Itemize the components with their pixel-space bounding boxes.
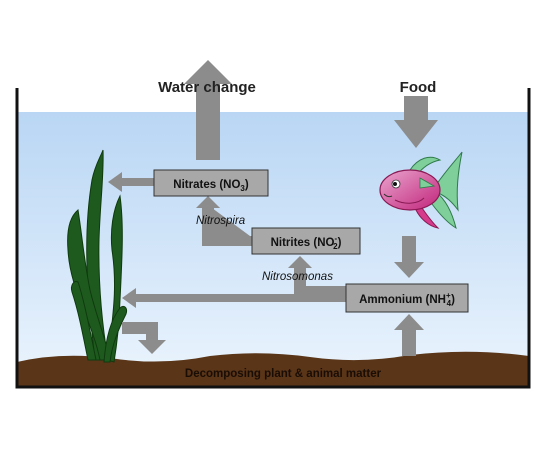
- ammonium-box: Ammonium (NH+4): [345, 283, 469, 313]
- sediment-label: Decomposing plant & animal matter: [185, 368, 382, 380]
- water-change-arrow: [184, 60, 232, 160]
- ammonium-to-plant-arrow: [122, 288, 346, 308]
- nitrosomonas-label: Nitrosomonas: [262, 271, 333, 283]
- food-label: Food: [400, 79, 437, 96]
- nitrates-box: Nitrates (NO3): [153, 169, 269, 197]
- sediment-to-ammonium-arrow: [394, 314, 424, 356]
- sediment-layer: [17, 351, 529, 386]
- nitrites-box: Nitrites (NO-2): [251, 227, 361, 255]
- aquatic-plant-icon: [67, 149, 127, 363]
- svg-text:Nitrites (NO-2): Nitrites (NO-2): [271, 234, 342, 251]
- tank-outline: [15, 88, 531, 389]
- svg-text:Ammonium (NH+4): Ammonium (NH+4): [359, 291, 455, 308]
- plant-to-sediment-arrow: [122, 322, 166, 354]
- fish-icon: [379, 151, 463, 230]
- fish-to-ammonium-arrow: [394, 236, 424, 278]
- flow-arrows: [108, 60, 438, 356]
- nitrates-to-plant-arrow: [108, 172, 154, 192]
- water-change-label: Water change: [158, 79, 256, 96]
- svg-text:Nitrates (NO3): Nitrates (NO3): [173, 179, 249, 193]
- food-arrow: [394, 96, 438, 148]
- nitrospira-label: Nitrospira: [196, 215, 245, 227]
